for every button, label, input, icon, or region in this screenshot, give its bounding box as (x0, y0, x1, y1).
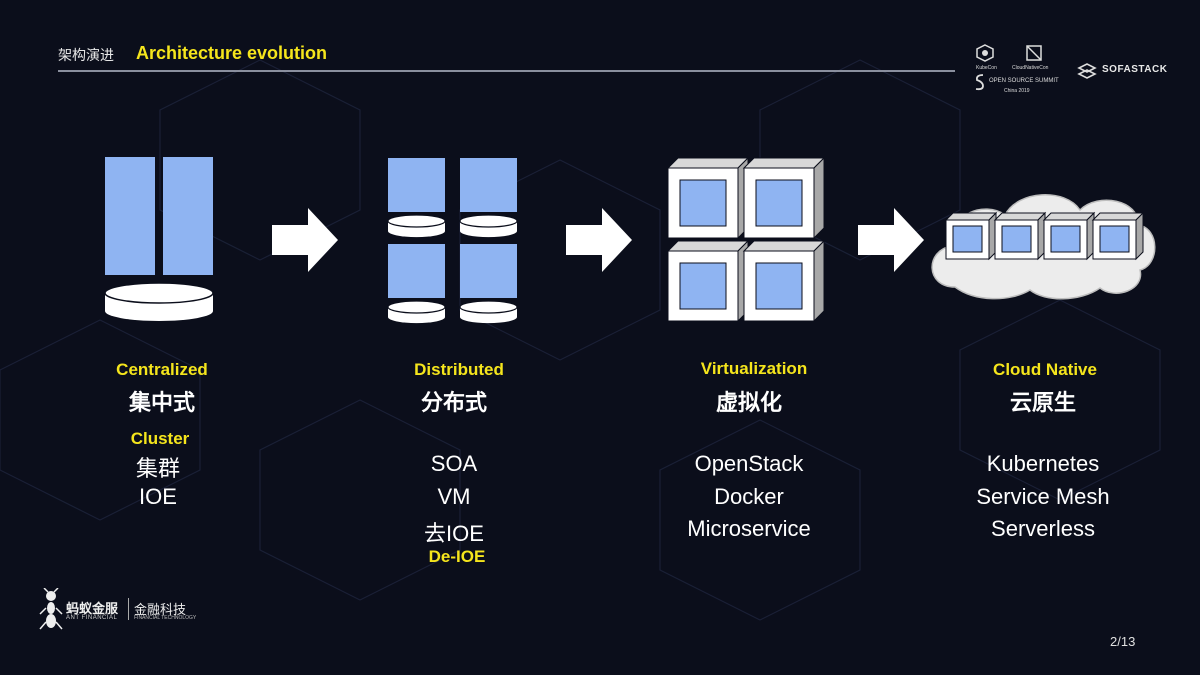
centralized-block-left (105, 157, 155, 275)
arrow-2-icon (566, 208, 632, 272)
ant-icon (39, 588, 63, 630)
centralized-graphic (104, 157, 214, 321)
distributed-item-3: 去IOE (424, 521, 484, 546)
arrow-1-icon (272, 208, 338, 272)
kubecon-text: KubeCon (976, 65, 997, 71)
distributed-graphic (387, 158, 518, 324)
oss-text: OPEN SOURCE SUMMIT (989, 78, 1059, 84)
sofastack-text: SOFASTACK (1102, 64, 1168, 75)
centralized-item-1: 集群 (135, 456, 180, 481)
arrow-3-icon (858, 208, 924, 272)
cloudnativecon-logo-icon (1026, 45, 1042, 61)
china-2019-text: China 2019 (1004, 88, 1030, 94)
ant-financial-cn: 蚂蚁金服 (66, 601, 119, 616)
centralized-label-cn: 集中式 (128, 390, 195, 415)
centralized-block-right (163, 157, 213, 275)
oss-logo-icon (975, 74, 984, 91)
footer-logo-separator (128, 598, 129, 620)
fintech-cn: 金融科技 (134, 602, 187, 617)
virtualization-item-1: OpenStack (694, 451, 804, 476)
cloud-native-label-cn: 云原生 (1009, 390, 1076, 415)
distributed-item-1: SOA (430, 451, 478, 476)
virtualization-label-en: Virtualization (700, 359, 808, 378)
centralized-label-en: Centralized (116, 360, 208, 379)
ant-financial-en: ANT FINANCIAL (66, 615, 118, 621)
fintech-en: FINANCIAL TECHNOLOGY (134, 615, 197, 621)
centralized-item-2: IOE (139, 484, 177, 509)
kubecon-logo-icon (976, 44, 994, 62)
distributed-label-en: Distributed (414, 360, 504, 379)
cloud-native-item-2: Service Mesh (976, 484, 1110, 509)
cluster-label: Cluster (130, 429, 190, 448)
virtualization-item-2: Docker (714, 484, 784, 509)
cloud-native-item-1: Kubernetes (986, 451, 1100, 476)
title-en: Architecture evolution (136, 43, 328, 63)
distributed-item-2: VM (437, 484, 471, 509)
virtualization-label-cn: 虚拟化 (715, 390, 782, 415)
cloudnativecon-text: CloudNativeCon (1012, 65, 1049, 71)
sofastack-logo-icon (1077, 63, 1097, 79)
distributed-label-cn: 分布式 (420, 390, 487, 415)
cloud-native-item-3: Serverless (991, 516, 1095, 541)
title-cn: 架构演进 (58, 47, 114, 63)
slide-header: 架构演进 Architecture evolution (58, 40, 958, 72)
cloud-native-graphic (931, 194, 1156, 300)
page-number: 2/13 (1110, 634, 1136, 649)
virtualization-graphic (666, 156, 826, 323)
ant-financial-logo: 蚂蚁金服 ANT FINANCIAL 金融科技 FINANCIAL TECHNO… (38, 588, 208, 630)
virtualization-item-3: Microservice (687, 516, 811, 541)
cloud-native-label-en: Cloud Native (993, 360, 1097, 379)
de-ioe-label: De-IOE (428, 547, 486, 566)
header-divider (58, 70, 955, 72)
centralized-db-top (104, 282, 214, 304)
